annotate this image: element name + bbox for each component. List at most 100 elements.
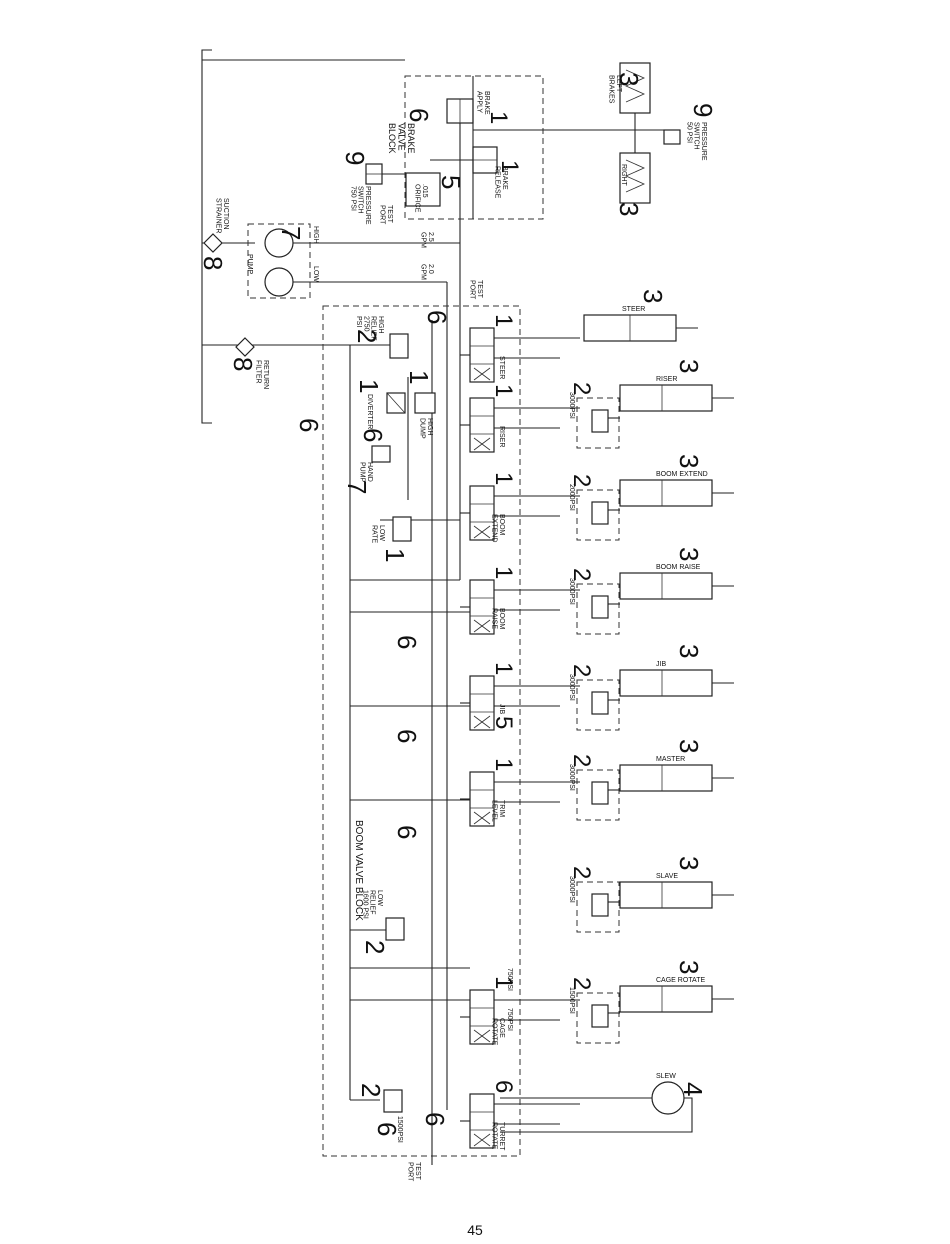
pressure-switch-750-callout: 9 bbox=[340, 151, 370, 165]
orifice-label: .015ORIFICE bbox=[414, 184, 428, 213]
pump-test-port: TESTPORT bbox=[469, 280, 483, 300]
counterbalance-outline bbox=[576, 583, 620, 635]
cylinder-callout: 3 bbox=[674, 547, 704, 561]
block-callout-4: 6 bbox=[420, 1112, 450, 1126]
cylinder-label: MASTER bbox=[656, 756, 685, 763]
valve-label: RISER bbox=[498, 426, 505, 447]
valve-pressure-a: 750PSI bbox=[506, 968, 513, 991]
high-relief-callout-2: 6 bbox=[422, 310, 452, 324]
brake-apply-callout: 1 bbox=[485, 111, 512, 124]
pressure-switch-50 bbox=[663, 129, 681, 145]
brake-block-title: BRAKEVALVEBLOCK bbox=[387, 123, 416, 154]
counterbalance-outline bbox=[576, 881, 620, 933]
counterbalance-callout: 2 bbox=[568, 474, 595, 487]
counterbalance-callout: 2 bbox=[568, 664, 595, 677]
counterbalance-label: 3000PSI bbox=[568, 578, 575, 605]
cylinder-barrel bbox=[619, 669, 713, 697]
pump-flow-low: 2.0GPM bbox=[420, 264, 434, 280]
valve-label: STEER bbox=[498, 356, 505, 379]
brake-valve-block bbox=[404, 75, 544, 220]
slew-callout: 4 bbox=[678, 1082, 708, 1096]
right-brake-callout: 3 bbox=[614, 202, 644, 216]
hand-pump bbox=[371, 445, 391, 463]
low-relief-label: LOWRELIEF1600 PSI bbox=[361, 890, 383, 919]
slew-motor: SLEW 4 bbox=[500, 1073, 708, 1133]
cylinder-barrel bbox=[619, 881, 713, 909]
counterbalance-cartridge bbox=[591, 1004, 609, 1028]
pump-callout: 7 bbox=[276, 226, 306, 240]
block-callout-1: 6 bbox=[392, 635, 422, 649]
low-rate-label: LOWRATE bbox=[371, 525, 385, 543]
brake-cylinders: 3 LEFTBRAKES RIGHT 3 PRESSURESWITCH50 PS… bbox=[543, 62, 718, 216]
pump-outline bbox=[247, 223, 311, 299]
cylinder-callout: 3 bbox=[638, 289, 668, 303]
counterbalance-callout: 2 bbox=[568, 977, 595, 990]
counterbalance-callout: 2 bbox=[568, 754, 595, 767]
turret-relief-callout-2: 6 bbox=[372, 1122, 402, 1136]
counterbalance-label: 3000PSI bbox=[568, 764, 575, 791]
block-callout-2: 6 bbox=[392, 729, 422, 743]
block-callouts: 6 6 6 6 bbox=[392, 635, 450, 1126]
pump-label: PUMP bbox=[246, 254, 253, 275]
valve-callout: 6 bbox=[490, 1080, 517, 1093]
cylinder-label: RISER bbox=[656, 376, 677, 383]
cylinder-label: BOOM RAISE bbox=[656, 564, 701, 571]
orifice-box bbox=[405, 172, 441, 207]
valve-callout: 1 bbox=[490, 472, 517, 485]
valve-boom-extend: BOOMEXTEND 1 bbox=[460, 472, 580, 542]
cylinder-label: STEER bbox=[622, 306, 645, 313]
hand-pump-callout: 7 bbox=[342, 480, 372, 494]
counterbalance-valves: 3000PSI22000PSI23000PSI23000PSI23000PSI2… bbox=[568, 382, 620, 1044]
cylinder-barrel bbox=[619, 479, 713, 507]
counterbalance-cartridge bbox=[591, 501, 609, 525]
valve-jib-body bbox=[469, 675, 495, 731]
slew-label: SLEW bbox=[656, 1073, 676, 1080]
cylinder-barrel bbox=[619, 384, 713, 412]
counterbalance-label: 3000PSI bbox=[568, 876, 575, 903]
boom-block-test-port: TESTPORT bbox=[407, 1162, 421, 1182]
cylinder-barrel bbox=[619, 985, 713, 1013]
return-filter-label: RETURNFILTER bbox=[255, 360, 269, 389]
cylinder-barrel bbox=[619, 764, 713, 792]
high-relief-valve bbox=[389, 333, 409, 359]
pump-flow-high: 2.5GPM bbox=[420, 232, 434, 248]
cylinder-callout: 3 bbox=[674, 454, 704, 468]
counterbalance-outline bbox=[576, 679, 620, 731]
high-dump-label: HIGHDUMP bbox=[419, 418, 433, 439]
counterbalance-cartridge bbox=[591, 409, 609, 433]
low-rate-callout: 1 bbox=[380, 548, 410, 562]
high-relief-label: HIGHRELIEF2750PSI bbox=[355, 316, 384, 341]
page-number: 45 bbox=[467, 1222, 483, 1238]
valve-pressure-b: 750PSI bbox=[506, 1008, 513, 1031]
pump-high-label: HIGH bbox=[312, 226, 319, 244]
counterbalance-label: 1500PSI bbox=[568, 987, 575, 1014]
right-brake-label: RIGHT bbox=[620, 164, 627, 187]
valve-boom-extend-body bbox=[469, 485, 495, 541]
cylinder-callout: 3 bbox=[674, 960, 704, 974]
cylinder-steer: STEER 3 bbox=[583, 289, 698, 342]
valve-callout: 1 bbox=[490, 384, 517, 397]
boom-block-outline bbox=[322, 305, 521, 1157]
suction-strainer-label: SUCTIONSTRAINER bbox=[215, 198, 229, 233]
valve-callout: 1 bbox=[490, 976, 517, 989]
counterbalance-outline bbox=[576, 992, 620, 1044]
valve-callout: 1 bbox=[490, 758, 517, 771]
boom-block-title: BOOM VALVE BLOCK bbox=[353, 820, 364, 921]
brake-block-labels: BRAKEVALVEBLOCK 6 BRAKEAPPLY 1 BRAKERELE… bbox=[379, 91, 523, 225]
diverter-label: DIVERTER bbox=[366, 394, 373, 429]
counterbalance-cartridge bbox=[591, 595, 609, 619]
brake-block-outline bbox=[404, 75, 544, 220]
pump-low-section bbox=[264, 267, 294, 297]
valve-riser-body bbox=[469, 397, 495, 453]
pump-and-tank: 7 PUMP HIGH LOW 2.5GPM 2.0GPM TESTPORT S… bbox=[198, 49, 483, 432]
valve-label: BOOMEXTEND bbox=[491, 514, 505, 542]
